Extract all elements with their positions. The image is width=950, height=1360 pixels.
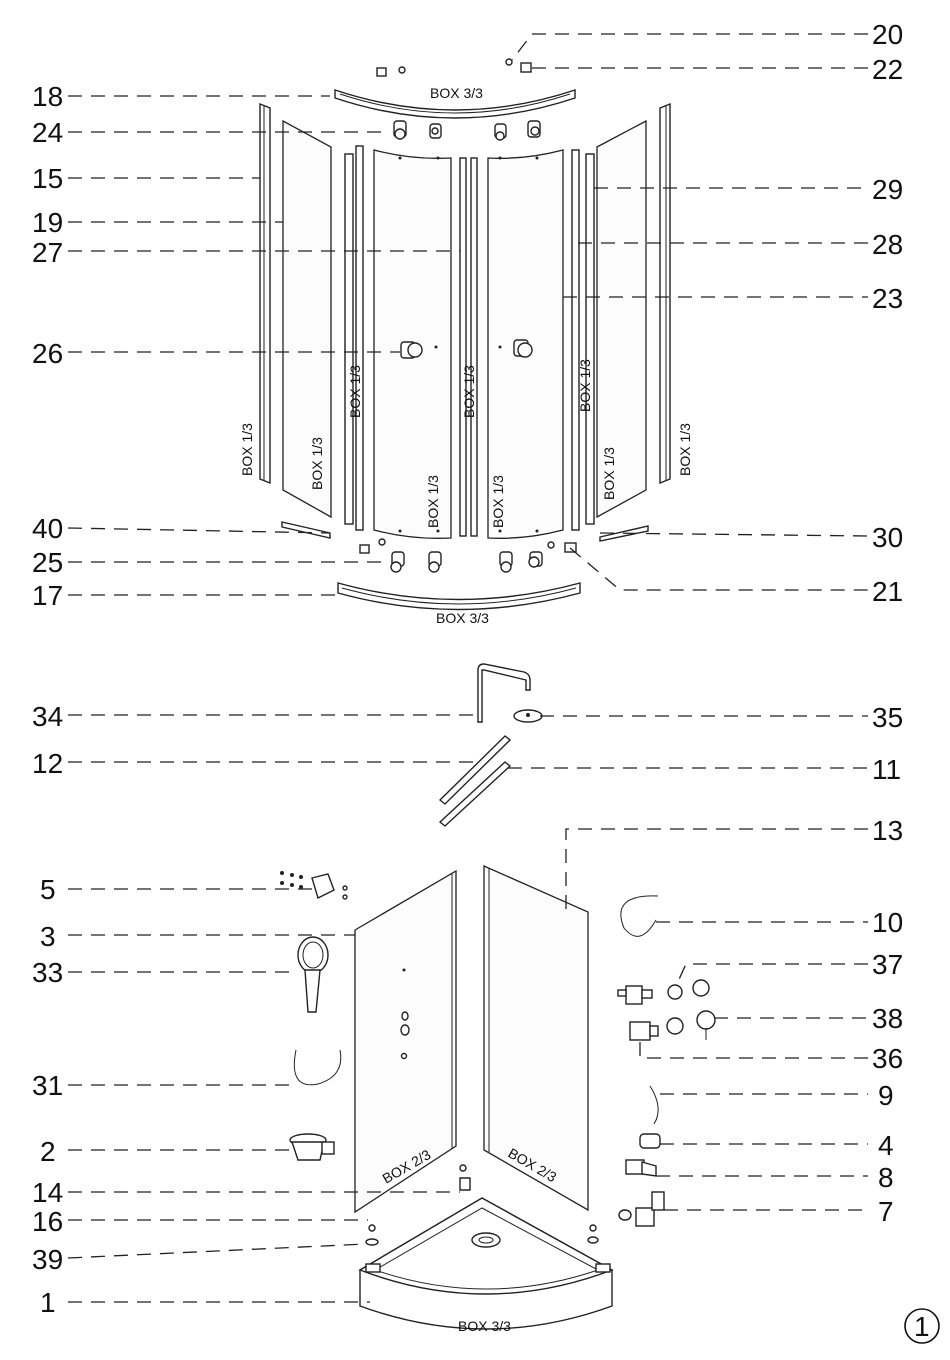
shower-holder-kit <box>280 871 347 899</box>
callout-28: 28 <box>872 229 903 260</box>
callout-numbers: 18 24 15 19 27 26 40 25 17 34 12 5 3 33 … <box>32 19 903 1318</box>
hose-clamp <box>640 1134 660 1148</box>
box-label-left-glass: BOX 1/3 <box>309 437 325 490</box>
tray-screw-right <box>590 1225 596 1231</box>
shower-tray: BOX 3/3 <box>360 1198 612 1334</box>
callout-34: 34 <box>32 701 63 732</box>
screw-20 <box>506 59 512 65</box>
page-number: 1 <box>914 1311 930 1342</box>
box-label-left-inner-profile: BOX 1/3 <box>347 365 363 418</box>
page-number-badge: 1 <box>905 1309 939 1343</box>
box-label-right-profile: BOX 1/3 <box>677 423 693 476</box>
callout-20: 20 <box>872 19 903 50</box>
box-label-right-inner-profile: BOX 1/3 <box>577 359 593 412</box>
mixer-valve <box>618 980 715 1040</box>
callout-31: 31 <box>32 1070 63 1101</box>
callout-26: 26 <box>32 338 63 369</box>
top-clip-left <box>377 68 386 76</box>
callout-24: 24 <box>32 117 63 148</box>
callout-39: 39 <box>32 1244 63 1275</box>
box-label-center-profile: BOX 1/3 <box>461 365 477 418</box>
callout-30: 30 <box>872 522 903 553</box>
right-inner-profile-a <box>572 150 579 530</box>
elbow-fitting <box>619 1192 664 1226</box>
right-inner-profile-b <box>586 154 594 524</box>
callout-17: 17 <box>32 580 63 611</box>
callout-16: 16 <box>32 1206 63 1237</box>
callout-2: 2 <box>40 1136 56 1167</box>
shower-hose <box>294 1050 340 1085</box>
corner-bracket <box>460 1178 470 1190</box>
callout-13: 13 <box>872 815 903 846</box>
callout-19: 19 <box>32 207 63 238</box>
callout-7: 7 <box>878 1196 894 1227</box>
callout-21: 21 <box>872 576 903 607</box>
bottom-rail <box>338 583 580 610</box>
middle-assembly <box>440 664 542 826</box>
tray-washer-left <box>366 1239 378 1245</box>
top-rollers <box>394 121 540 140</box>
callout-25: 25 <box>32 547 63 578</box>
clip-22 <box>521 63 531 72</box>
callout-8: 8 <box>878 1162 894 1193</box>
left-door-knob <box>401 342 422 358</box>
lower-assembly: BOX 2/3 BOX 2/3 BOX 3/3 <box>280 866 715 1334</box>
callout-1: 1 <box>40 1287 56 1318</box>
center-profile-right <box>471 158 477 536</box>
bottom-rollers <box>360 539 576 572</box>
callout-40: 40 <box>32 513 63 544</box>
callout-36: 36 <box>872 1043 903 1074</box>
tray-screw-left <box>369 1225 375 1231</box>
center-profile-left <box>460 158 466 536</box>
callout-18: 18 <box>32 81 63 112</box>
callout-12: 12 <box>32 748 63 779</box>
callout-33: 33 <box>32 957 63 988</box>
callout-35: 35 <box>872 702 903 733</box>
pipe-connector <box>626 1160 656 1176</box>
callout-4: 4 <box>878 1130 894 1161</box>
left-deflector <box>282 522 330 538</box>
callout-22: 22 <box>872 54 903 85</box>
callout-5: 5 <box>40 874 56 905</box>
box-label-tray: BOX 3/3 <box>458 1318 511 1334</box>
drain-waste <box>290 1134 334 1160</box>
callout-27: 27 <box>32 237 63 268</box>
box-label-top-rail: BOX 3/3 <box>430 85 483 101</box>
callout-14: 14 <box>32 1177 63 1208</box>
callout-15: 15 <box>32 163 63 194</box>
left-magnetic-profile <box>345 154 353 524</box>
left-wall-profile <box>260 104 270 483</box>
callout-38: 38 <box>872 1003 903 1034</box>
callout-37: 37 <box>872 949 903 980</box>
top-screw-left <box>399 67 405 73</box>
upper-assembly: BOX 3/3 BOX 1/3 BOX 1/3 BOX 1/3 <box>239 59 693 626</box>
flexible-hose <box>621 896 658 936</box>
leader-lines <box>68 34 868 1302</box>
box-label-left-door: BOX 1/3 <box>425 475 441 528</box>
box-label-right-glass: BOX 1/3 <box>601 447 617 500</box>
right-wall-profile <box>660 104 670 483</box>
drain-pipe <box>650 1086 658 1124</box>
box-label-bottom-rail: BOX 3/3 <box>436 610 489 626</box>
box-label-right-door: BOX 1/3 <box>490 475 506 528</box>
hand-shower <box>298 937 328 1012</box>
callout-9: 9 <box>878 1080 894 1111</box>
callout-3: 3 <box>40 921 56 952</box>
callout-29: 29 <box>872 174 903 205</box>
callout-23: 23 <box>872 283 903 314</box>
callout-11: 11 <box>872 754 901 785</box>
box-label-left-profile: BOX 1/3 <box>239 423 255 476</box>
callout-10: 10 <box>872 907 903 938</box>
